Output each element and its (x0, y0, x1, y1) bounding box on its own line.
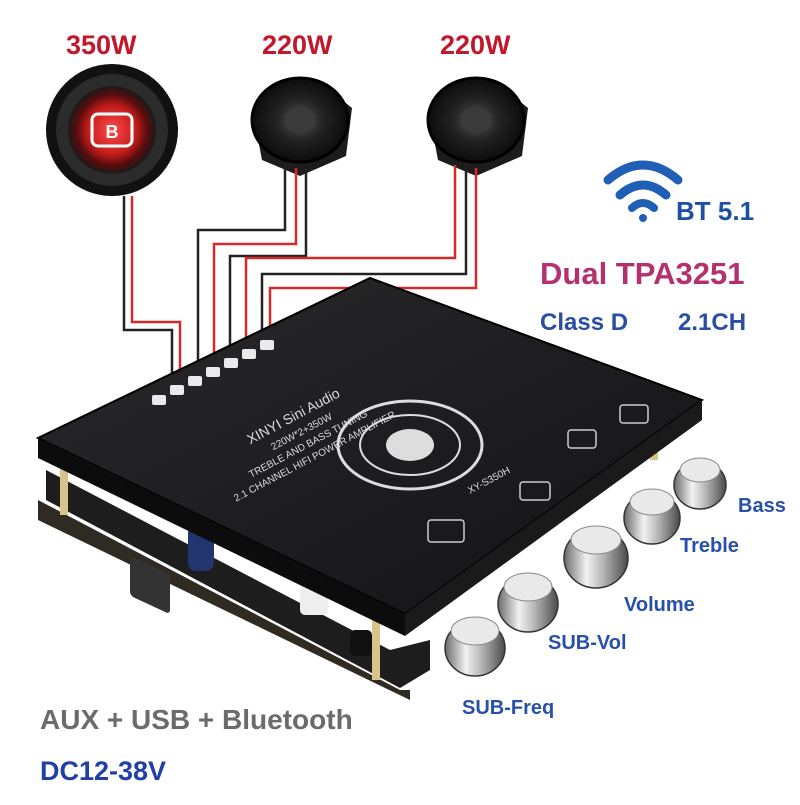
speaker-icon (250, 76, 352, 176)
channel-label: 2.1CH (678, 309, 747, 336)
power-supply-label: DC12-38V (40, 756, 167, 786)
inputs-label: AUX + USB + Bluetooth (40, 704, 353, 735)
speaker-left-power-label: 220W (262, 30, 333, 60)
amp-class-label: Class D (540, 309, 629, 336)
bluetooth-wifi-icon (603, 160, 683, 222)
knob-treble[interactable] (623, 488, 681, 545)
subwoofer-power-label: 350W (66, 30, 137, 60)
bluetooth-version-label: BT 5.1 (676, 196, 755, 226)
subwoofer-icon: B (46, 64, 178, 196)
knob-sub-freq[interactable] (444, 616, 506, 677)
chip-label: Dual TPA3251 (540, 256, 745, 291)
speaker-icon (426, 76, 528, 176)
treble-label: Treble (680, 535, 739, 557)
amplifier-board (35, 276, 705, 636)
speaker-right-power-label: 220W (440, 30, 511, 60)
knob-bass[interactable] (673, 457, 727, 510)
bass-label: Bass (738, 495, 786, 517)
circuit-board (38, 410, 658, 700)
knob-sub-vol[interactable] (497, 572, 559, 633)
sub-freq-label: SUB-Freq (462, 697, 555, 719)
knob-volume[interactable] (563, 525, 629, 589)
sub-vol-label: SUB-Vol (548, 632, 627, 654)
svg-text:B: B (106, 122, 119, 142)
volume-label: Volume (624, 594, 695, 616)
